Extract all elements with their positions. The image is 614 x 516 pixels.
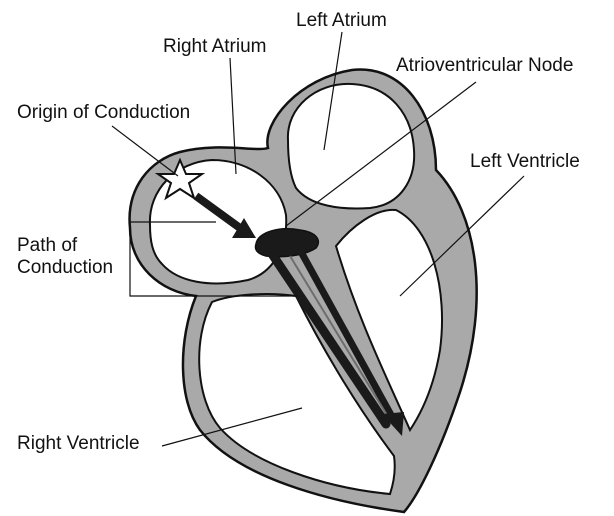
label-right-ventricle: Right Ventricle [17, 433, 140, 455]
label-path-of-conduction: Path of Conduction [17, 235, 113, 279]
leader-origin [112, 126, 178, 176]
label-origin-of-conduction: Origin of Conduction [17, 102, 190, 124]
label-left-ventricle: Left Ventricle [470, 151, 580, 173]
label-left-atrium: Left Atrium [296, 10, 387, 32]
left-atrium-chamber [288, 84, 414, 209]
label-av-node: Atrioventricular Node [396, 55, 573, 77]
label-right-atrium: Right Atrium [163, 36, 266, 58]
